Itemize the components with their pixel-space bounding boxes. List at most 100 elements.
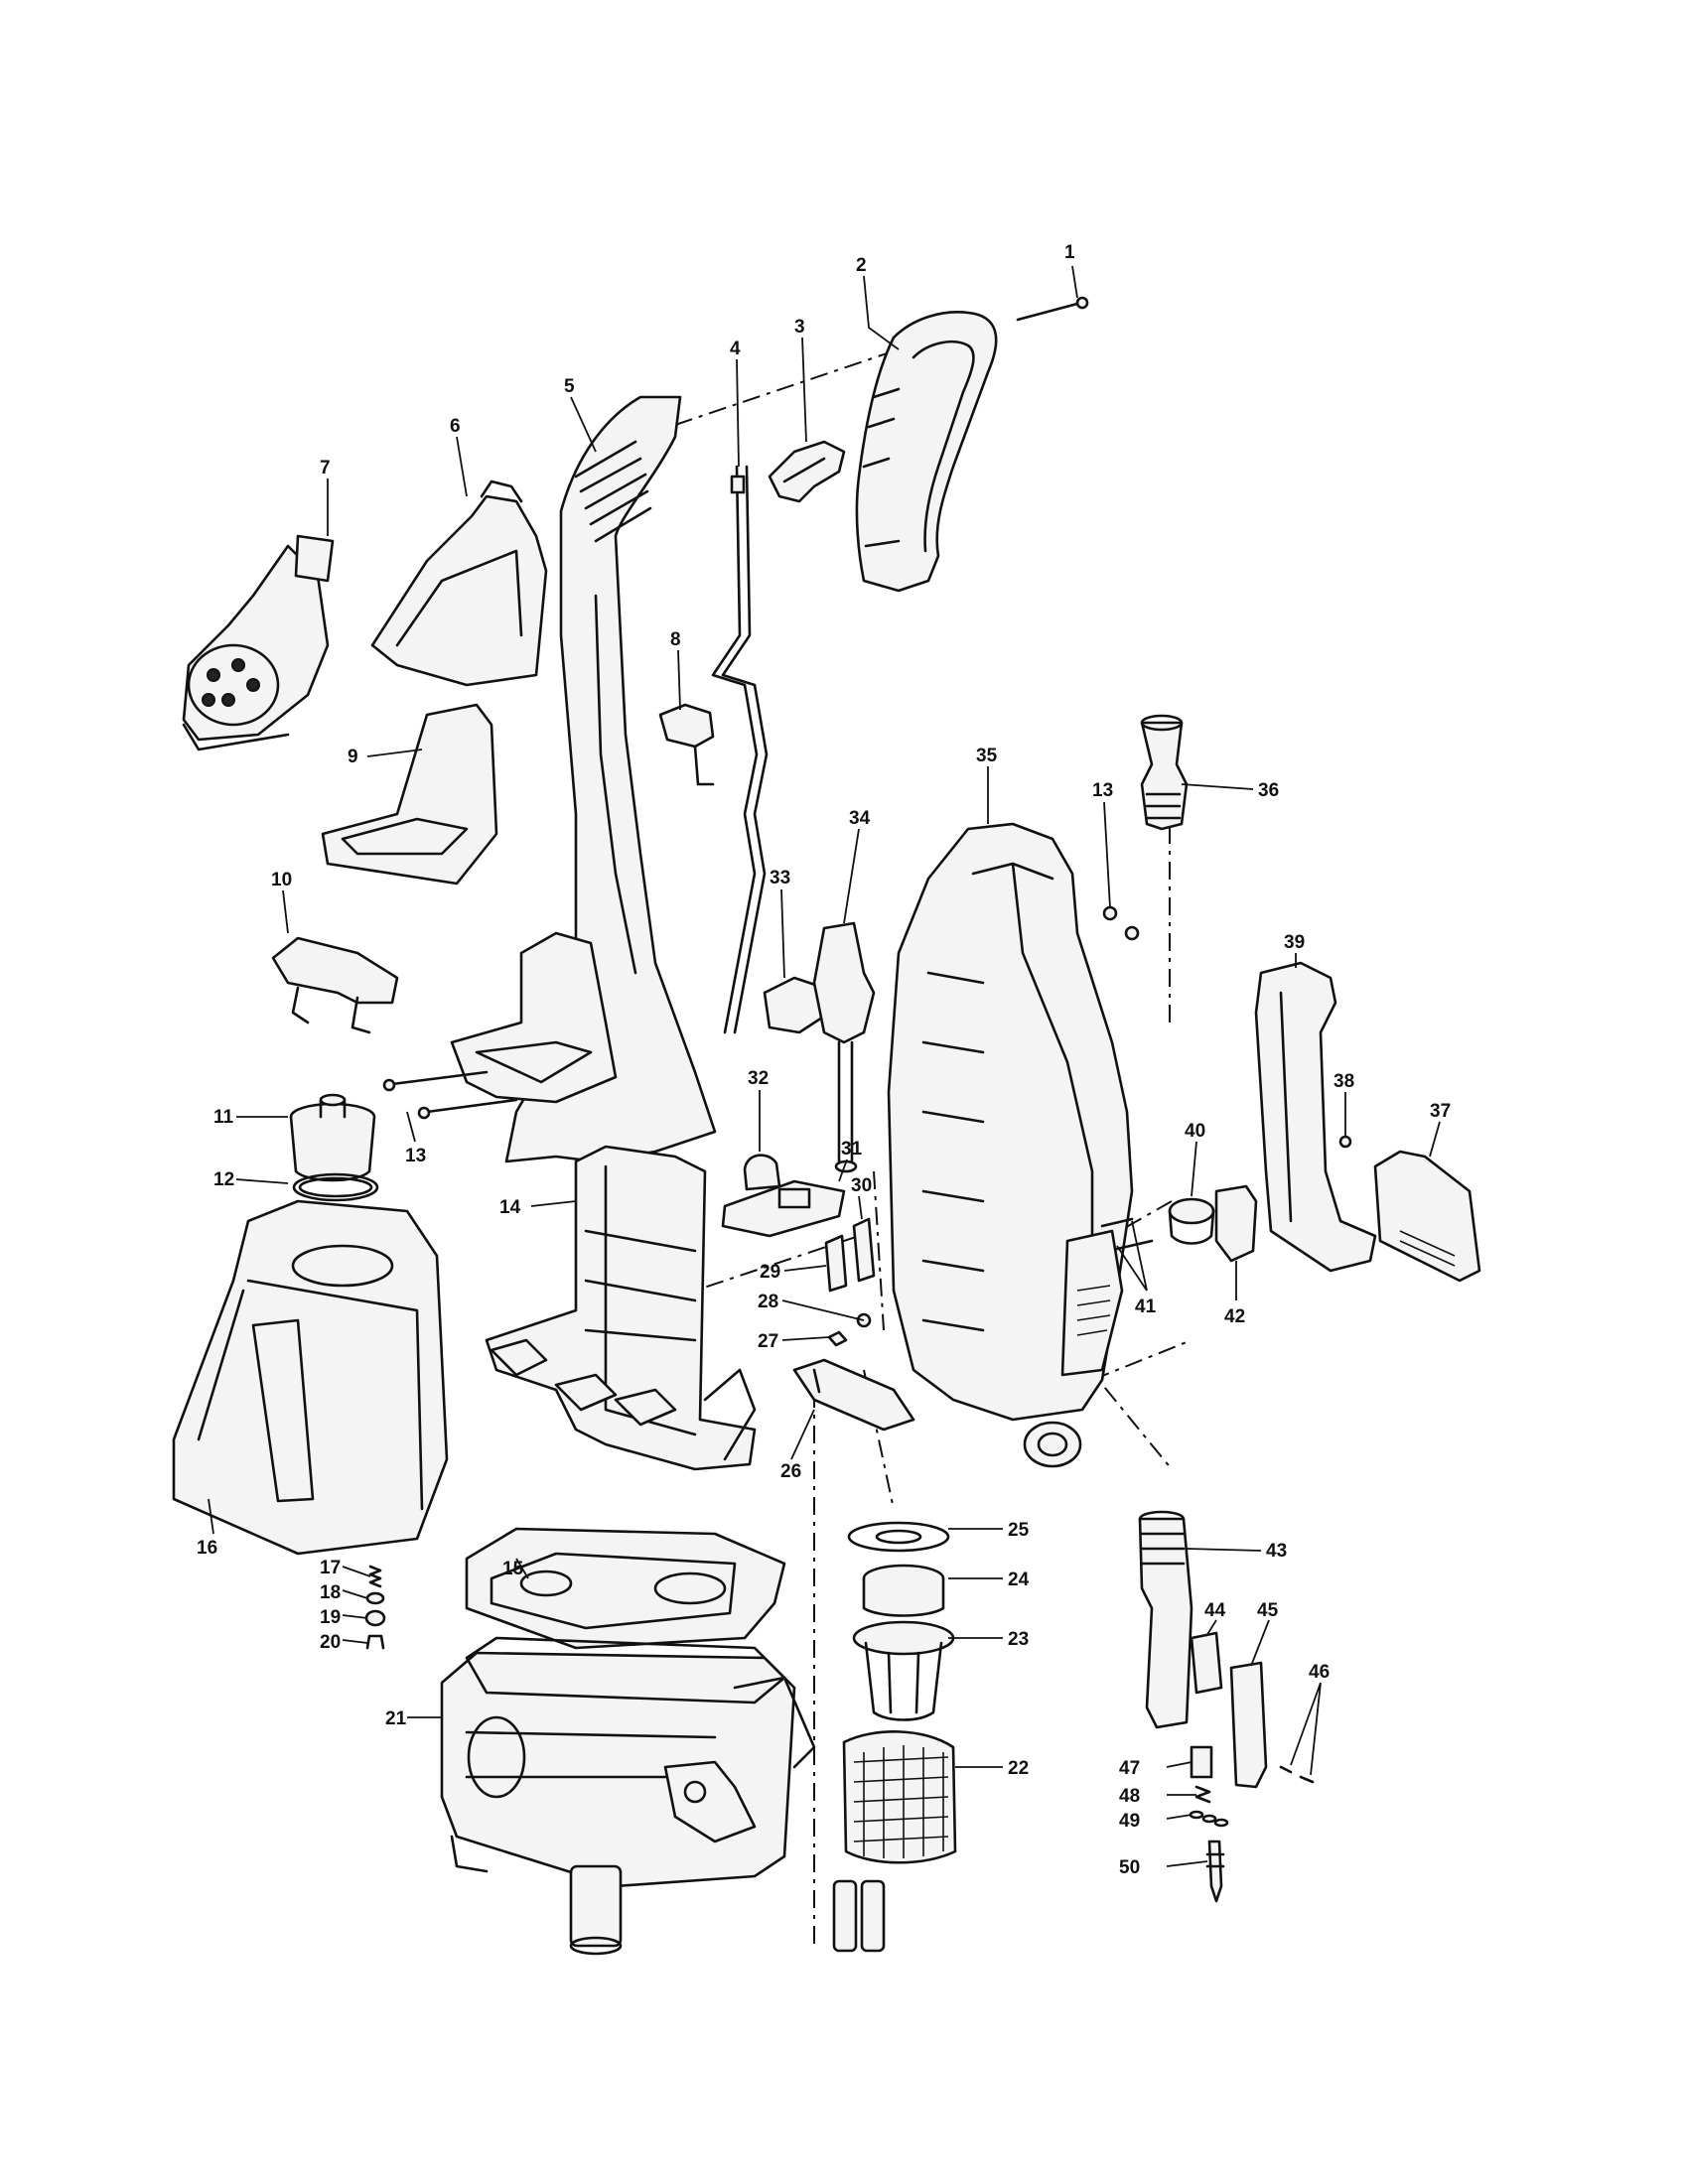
part-27-plug [827,1330,848,1347]
label-40: 40 [1185,1121,1205,1142]
part-17-spring [368,1565,382,1588]
part-labels: 1 2 3 4 5 6 7 8 9 10 11 12 13 13 14 15 1… [197,242,1451,1878]
label-38: 38 [1333,1071,1354,1092]
label-14: 14 [499,1197,521,1218]
part-36-nozzle-fitting [1140,714,1189,831]
label-18: 18 [320,1582,341,1603]
label-13b: 13 [1092,780,1113,801]
part-30-bracket [852,1217,876,1283]
label-31: 31 [841,1139,863,1160]
label-50: 50 [1119,1857,1140,1878]
part-22-filter-foam [832,1730,957,1953]
part-26-guide [792,1358,915,1432]
label-12: 12 [213,1169,234,1190]
part-7-motor [182,534,335,751]
label-45: 45 [1257,1600,1279,1621]
part-8-knob [658,703,715,786]
label-11: 11 [213,1107,234,1128]
part-18-washer [365,1591,385,1605]
part-42-clip [1214,1184,1258,1263]
part-3-latch [768,440,846,503]
label-2: 2 [856,255,867,276]
part-12-gasket [292,1172,379,1202]
part-5-upper-housing [450,395,717,1163]
label-27: 27 [758,1331,778,1352]
part-38-screw [1338,1135,1352,1149]
part-32-cap [743,1154,781,1191]
part-46-screws [1279,1765,1315,1784]
part-50-nozzle-tip [1205,1840,1225,1903]
label-28: 28 [758,1292,778,1312]
label-47: 47 [1119,1758,1140,1779]
part-45-wand-cover [1229,1661,1268,1789]
label-1: 1 [1064,242,1075,263]
part-48-spring [1194,1785,1211,1804]
label-29: 29 [760,1262,780,1283]
label-43: 43 [1266,1541,1287,1562]
part-4-rod [711,465,769,1034]
label-7: 7 [320,458,331,478]
label-49: 49 [1119,1811,1140,1832]
part-21-recovery-tank [440,1636,816,1956]
part-41-screws [1100,1217,1154,1251]
label-41: 41 [1135,1297,1157,1317]
part-10-bracket [271,936,399,1034]
part-37-upholstery-tool [1373,1150,1481,1283]
label-37: 37 [1430,1101,1451,1122]
label-9: 9 [348,747,358,767]
leader-lines [208,265,1441,1867]
label-33: 33 [770,868,790,888]
part-1-screw [1016,296,1089,322]
label-26: 26 [780,1461,801,1482]
part-14-frame [485,1145,757,1471]
part-44-latch [1190,1631,1223,1695]
part-49-o-rings [1189,1810,1229,1828]
label-4: 4 [730,339,741,359]
label-10: 10 [271,870,292,890]
label-5: 5 [564,376,575,397]
part-24-collar [862,1564,945,1617]
label-23: 23 [1008,1629,1029,1650]
label-35: 35 [976,746,998,766]
label-15: 15 [502,1559,524,1579]
part-31-plate [721,1179,846,1238]
label-48: 48 [1119,1786,1140,1807]
label-39: 39 [1284,932,1305,953]
label-19: 19 [320,1607,341,1628]
label-24: 24 [1008,1570,1030,1590]
label-20: 20 [320,1632,341,1653]
part-16-solution-tank [172,1199,449,1556]
label-6: 6 [450,416,461,437]
part-13-screws [382,905,1140,1120]
part-19-seal [364,1609,386,1627]
part-35-main-housing [887,822,1134,1468]
label-8: 8 [670,629,681,650]
label-32: 32 [748,1068,769,1089]
label-46: 46 [1309,1662,1330,1683]
part-20-clip [365,1634,385,1650]
part-2-handle [855,311,998,593]
label-44: 44 [1204,1600,1226,1621]
label-16: 16 [197,1538,217,1559]
part-25-flange [847,1521,950,1553]
label-34: 34 [849,808,871,829]
part-39-hose-bracket [1254,961,1377,1273]
part-34-pump [812,921,876,1173]
label-36: 36 [1258,780,1279,801]
label-17: 17 [320,1558,341,1578]
label-30: 30 [851,1175,872,1196]
label-21: 21 [385,1708,407,1729]
part-40-swivel [1168,1197,1215,1245]
part-6-cover [370,479,548,687]
label-13a: 13 [405,1146,426,1166]
label-3: 3 [794,317,805,338]
part-9-tray [321,703,498,886]
part-29-valve [824,1234,848,1293]
label-22: 22 [1008,1758,1029,1779]
part-11-filter-cup [289,1093,376,1182]
part-43-wand-tube [1138,1510,1193,1729]
part-15-tank-lid [465,1527,786,1650]
part-23-float-cage [852,1620,955,1721]
label-42: 42 [1224,1306,1245,1327]
